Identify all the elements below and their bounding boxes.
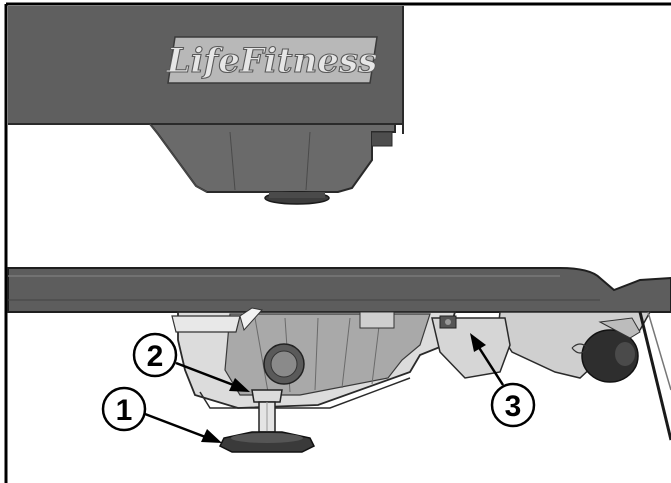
callout-3-number: 3: [505, 390, 522, 423]
frame-rail: [7, 267, 671, 313]
callout-2-leader: [175, 361, 237, 388]
leveling-foot-assembly: [218, 389, 316, 453]
callout-2-arrowhead: [229, 378, 250, 392]
callout-3: 3: [470, 333, 536, 428]
callout-2-circle: [132, 332, 178, 378]
callout-3-circle: [490, 382, 536, 428]
brand-logo-plate: [167, 36, 378, 84]
rear-roller-assembly: [497, 311, 671, 441]
motor-hood: LifeFitness: [8, 6, 404, 205]
callout-3-arrowhead: [470, 333, 486, 352]
frame-bracket-housing: [171, 307, 457, 409]
callout-1-arrowhead: [201, 429, 222, 443]
callout-1-leader: [144, 412, 209, 440]
foot-lock-nut: [251, 389, 283, 403]
rear-mount-bracket: [431, 315, 511, 379]
treadmill-base: [7, 267, 671, 453]
brand-logo: LifeFitness: [166, 41, 377, 81]
callout-1-circle: [101, 386, 147, 432]
callout-1-number: 1: [116, 394, 133, 427]
callout-2: 2: [132, 332, 250, 392]
callout-3-leader: [476, 345, 505, 386]
callout-1: 1: [101, 386, 222, 443]
callout-2-number: 2: [147, 340, 164, 373]
